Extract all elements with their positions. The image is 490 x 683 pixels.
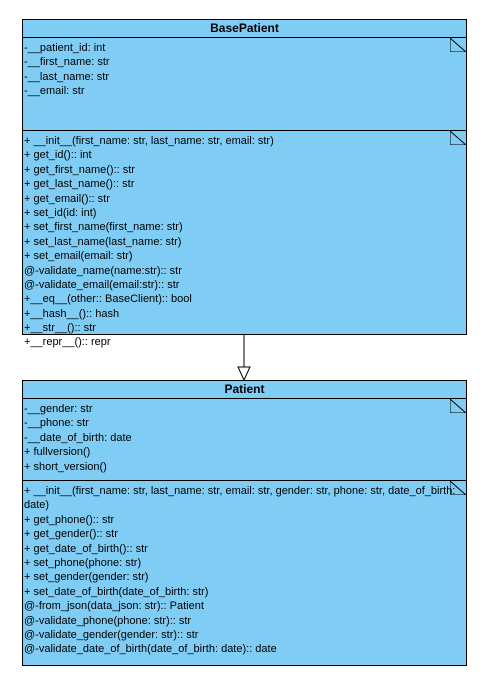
attribute-item: -__date_of_birth: date (24, 431, 132, 444)
attribute-list-base-patient: -__patient_id: int -__first_name: str -_… (24, 41, 464, 99)
operation-item: + __init__(first_name: str, last_name: s… (24, 485, 456, 512)
operation-item: + set_date_of_birth(date_of_birth: str) (24, 585, 209, 598)
operation-item: + set_phone(phone: str) (24, 556, 142, 569)
folded-corner-icon (450, 131, 466, 145)
class-patient[interactable]: Patient -__gender: str -__phone: str -__… (22, 380, 467, 666)
attribute-item: -__patient_id: int (24, 42, 106, 54)
folded-corner-icon (450, 399, 466, 413)
folded-corner-icon (450, 38, 466, 52)
operations-compartment-patient[interactable]: + __init__(first_name: str, last_name: s… (23, 480, 466, 665)
attributes-compartment-patient[interactable]: -__gender: str -__phone: str -__date_of_… (23, 399, 466, 480)
attribute-list-patient: -__gender: str -__phone: str -__date_of_… (24, 402, 464, 474)
class-name-base-patient: BasePatient (23, 20, 466, 38)
operation-item: @-validate_name(name:str):: str (24, 264, 182, 277)
operation-item: @-validate_gender(gender: str):: str (24, 628, 199, 641)
folded-corner-icon (450, 481, 466, 495)
attribute-item: -__email: str (24, 85, 85, 98)
operation-item: +__hash__():: hash (24, 307, 120, 320)
class-base-patient[interactable]: BasePatient -__patient_id: int -__first_… (22, 19, 467, 348)
operation-item: + get_phone():: str (24, 513, 115, 526)
operation-item: @-validate_date_of_birth(date_of_birth: … (24, 643, 277, 656)
operation-item: + get_first_name():: str (24, 163, 135, 176)
operations-compartment-base-patient[interactable]: + __init__(first_name: str, last_name: s… (23, 130, 466, 348)
operation-item: @-validate_phone(phone: str):: str (24, 614, 192, 627)
operation-item: + set_last_name(last_name: str) (24, 235, 182, 248)
attribute-item: + fullversion() (24, 446, 91, 459)
inheritance-arrowhead (237, 366, 251, 382)
operation-item: + set_id(id: int) (24, 206, 97, 219)
operation-item: @-from_json(data_json: str):: Patient (24, 600, 204, 613)
operation-item: @-validate_email(email:str):: str (24, 278, 180, 291)
operation-item: +__str__():: str (24, 322, 96, 335)
operation-item: + __init__(first_name: str, last_name: s… (24, 135, 274, 147)
attribute-item: + short_version() (24, 460, 107, 473)
operation-item: + get_gender():: str (24, 528, 118, 541)
operation-item: + get_id():: int (24, 149, 92, 162)
operation-item: +__eq__(other:: BaseClient):: bool (24, 293, 192, 306)
attribute-item: -__gender: str (24, 403, 93, 415)
operation-list-patient: + __init__(first_name: str, last_name: s… (24, 484, 464, 657)
operation-item: + get_date_of_birth():: str (24, 542, 148, 555)
attributes-compartment-base-patient[interactable]: -__patient_id: int -__first_name: str -_… (23, 38, 466, 130)
operation-item: + set_first_name(first_name: str) (24, 221, 183, 234)
attribute-item: -__phone: str (24, 417, 89, 430)
operation-item: + set_email(email: str) (24, 250, 133, 263)
operation-item: + get_last_name():: str (24, 178, 135, 191)
operation-item: +__repr__():: repr (24, 336, 111, 349)
class-name-patient: Patient (23, 381, 466, 399)
attribute-item: -__first_name: str (24, 56, 110, 69)
operation-item: + get_email():: str (24, 192, 110, 205)
operation-list-base-patient: + __init__(first_name: str, last_name: s… (24, 134, 464, 350)
operation-item: + set_gender(gender: str) (24, 571, 149, 584)
attribute-item: -__last_name: str (24, 70, 109, 83)
